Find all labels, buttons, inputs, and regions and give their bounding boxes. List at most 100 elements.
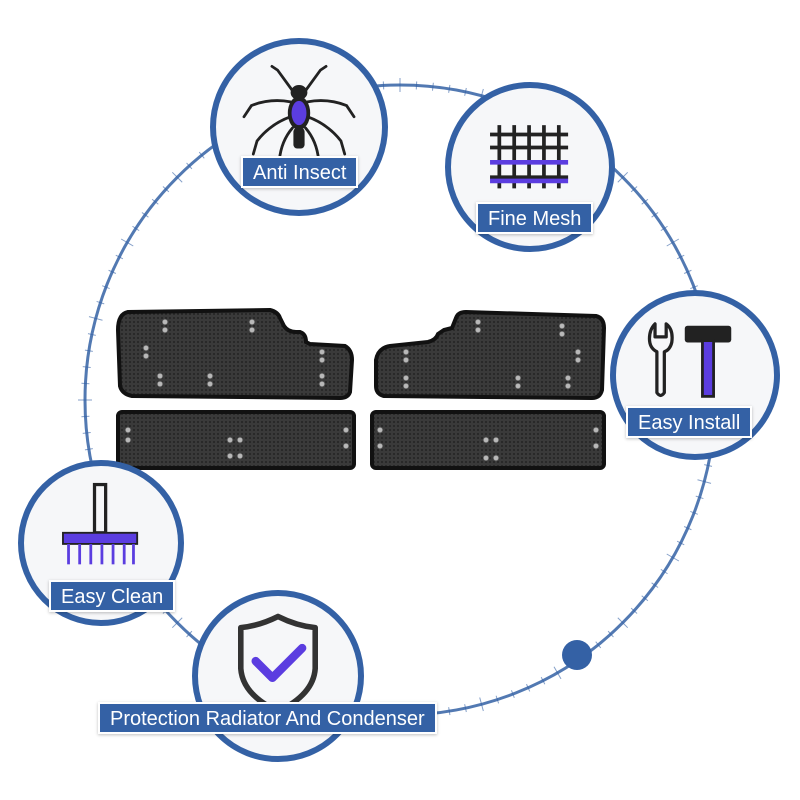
ring-tick — [660, 568, 668, 575]
ring-tick — [607, 630, 614, 638]
ring-tick — [186, 162, 193, 170]
mesh-clip — [318, 380, 326, 388]
ring-tick — [540, 676, 546, 685]
ring-tick — [697, 479, 712, 484]
ring-tick — [162, 186, 170, 193]
ring-tick — [96, 300, 105, 305]
feature-label-easy-install: Easy Install — [626, 406, 753, 438]
feature-label-easy-clean: Easy Clean — [49, 580, 176, 612]
ring-tick — [479, 697, 484, 712]
ring-tick — [82, 432, 91, 434]
mesh-clip — [492, 454, 500, 462]
mesh-clip — [318, 356, 326, 364]
ring-tick — [115, 254, 124, 260]
mesh-clip — [564, 382, 572, 390]
ring-tick — [695, 495, 704, 500]
feature-fine-mesh: Fine Mesh — [445, 82, 615, 252]
ring-tick — [676, 254, 685, 260]
mesh-clip — [318, 348, 326, 356]
mesh-clip — [592, 442, 600, 450]
ring-tick — [617, 171, 629, 183]
ring-tick — [108, 269, 117, 274]
mesh-clip — [142, 352, 150, 360]
feature-easy-clean: Easy Clean — [18, 460, 184, 626]
mesh-clip — [564, 374, 572, 382]
mesh-clip — [514, 382, 522, 390]
mesh-clip — [226, 436, 234, 444]
ring-tick — [132, 225, 140, 232]
mesh-clip — [474, 326, 482, 334]
mesh-clip — [402, 382, 410, 390]
ring-tick — [82, 366, 91, 368]
mesh-clip — [376, 426, 384, 434]
ring-tick — [666, 553, 680, 562]
mesh-clip — [482, 454, 490, 462]
mesh-clip — [514, 374, 522, 382]
brush-icon — [62, 482, 139, 565]
mesh-clip — [574, 348, 582, 356]
mesh-panel-top-left — [115, 307, 355, 401]
ring-tick — [666, 238, 680, 247]
ring-tick — [641, 595, 649, 602]
mesh-clip — [558, 322, 566, 330]
ring-tick — [87, 333, 96, 336]
ring-tick — [171, 171, 183, 183]
ring-tick — [526, 683, 531, 692]
mesh-clip — [161, 326, 169, 334]
ring-tick — [141, 212, 149, 218]
mesh-clip — [558, 330, 566, 338]
ring-tick — [651, 582, 659, 588]
mesh-clip — [342, 426, 350, 434]
ring-tick — [651, 212, 659, 218]
ring-tick — [120, 238, 134, 247]
mesh-panel-bottom-left — [116, 410, 356, 470]
ring-tick — [690, 510, 698, 515]
mesh-clip — [236, 452, 244, 460]
wrench-hammer-icon — [647, 322, 732, 398]
feature-label-protection: Protection Radiator And Condenser — [98, 702, 437, 734]
ring-tick — [683, 526, 692, 531]
ring-tick — [151, 198, 159, 205]
ring-tick — [448, 707, 451, 716]
ring-tick — [641, 198, 649, 205]
mesh-clip — [206, 380, 214, 388]
mesh-clip — [236, 436, 244, 444]
mesh-clip — [142, 344, 150, 352]
mesh-clip — [474, 318, 482, 326]
ring-tick — [595, 641, 602, 649]
feature-protection — [192, 590, 364, 762]
ring-tick — [102, 285, 110, 290]
ring-tick — [690, 285, 698, 290]
ring-dot — [562, 640, 592, 670]
mesh-clip — [248, 326, 256, 334]
mesh-clip — [248, 318, 256, 326]
mesh-clip — [402, 374, 410, 382]
mesh-clip — [592, 426, 600, 434]
feature-easy-install: Easy Install — [610, 290, 780, 460]
feature-label-fine-mesh: Fine Mesh — [476, 202, 594, 234]
ring-tick — [88, 316, 103, 321]
feature-label-anti-insect: Anti Insect — [241, 156, 359, 188]
grille-mesh-panels — [115, 307, 607, 470]
mesh-clip — [226, 452, 234, 460]
mesh-clip — [161, 318, 169, 326]
ring-tick — [510, 690, 515, 698]
mesh-panel-top-right — [374, 309, 607, 401]
mesh-clip — [376, 442, 384, 450]
mesh-clip — [124, 426, 132, 434]
mesh-clip — [574, 356, 582, 364]
ring-tick — [630, 607, 638, 614]
mesh-clip — [124, 436, 132, 444]
ring-tick — [464, 87, 467, 96]
ring-tick — [84, 349, 93, 352]
ring-tick — [660, 225, 668, 232]
ring-tick — [84, 448, 93, 451]
ring-tick — [617, 617, 629, 629]
ring-tick — [464, 704, 467, 713]
mesh-clip — [342, 442, 350, 450]
feature-anti-insect: Anti Insect — [210, 38, 388, 216]
ring-tick — [495, 695, 500, 704]
ring-tick — [448, 84, 451, 93]
mesh-grid-icon — [490, 125, 569, 189]
